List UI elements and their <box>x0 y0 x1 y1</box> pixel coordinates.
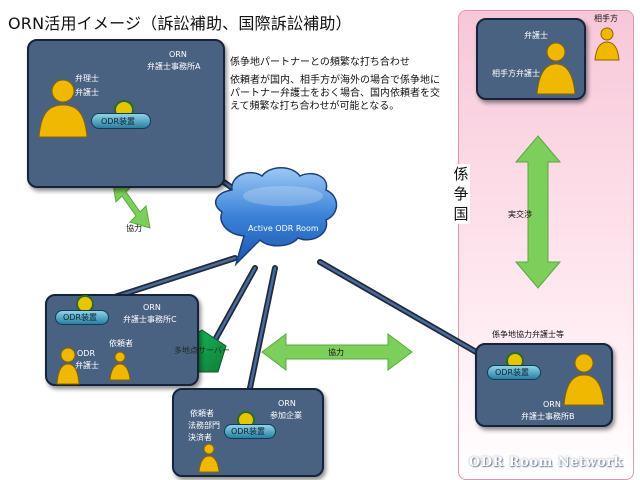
office-a-title: ORN <box>169 50 187 59</box>
opponent-person-icon <box>594 27 620 61</box>
foreign-top-panel: 弁護士 相手方弁護士 <box>476 18 586 100</box>
cloud-label: Active ODR Room <box>248 224 319 233</box>
office-c-subtitle: 弁護士事務所C <box>123 315 177 324</box>
real-negotiation-label: 実交渉 <box>508 210 532 219</box>
odr-device-b-label: ODR装置 <box>495 368 530 377</box>
odr-device-a-label: ODR装置 <box>101 117 136 126</box>
company-subtitle: 参加企業 <box>270 411 302 420</box>
real-negotiation-arrow <box>514 135 562 289</box>
odr-device-b: ODR装置 <box>487 365 541 380</box>
company-person-2: 法務部門 <box>188 421 220 430</box>
country-label-char-2: 争 <box>453 185 469 203</box>
lawyer-person-icon <box>38 79 88 138</box>
office-c-person-1: ODR <box>77 349 96 358</box>
office-c-client: 依頼者 <box>109 339 133 348</box>
coop-left-label: 協力 <box>126 224 142 233</box>
country-label-char-1: 係 <box>453 165 469 183</box>
office-c-panel: ORN 弁護士事務所C 依頼者 ODR 弁護士 ODR装置 <box>45 294 199 386</box>
foreign-person-1: 弁護士 <box>524 31 548 40</box>
opponent-label: 相手方 <box>594 14 618 23</box>
office-a-person-1: 弁理士 <box>75 74 99 83</box>
odr-device-c: ODR装置 <box>55 310 109 325</box>
office-a-person-2: 弁護士 <box>75 88 99 97</box>
company-person-1: 依頼者 <box>190 409 214 418</box>
foreign-person-2: 相手方弁護士 <box>492 69 540 78</box>
odr-device-company-label: ODR装置 <box>231 427 266 436</box>
coop-mid-label: 協力 <box>328 348 344 357</box>
office-b-subtitle: 弁護士事務所B <box>521 412 575 421</box>
description-body: 依頼者が国内、相手方が海外の場合で係争地にパートナー弁護士をおく場合、国内依頼者… <box>230 75 440 112</box>
office-a-subtitle: 弁護士事務所A <box>147 62 201 71</box>
coop-mid-arrow <box>261 333 413 371</box>
company-panel: ORN 参加企業 依頼者 法務部門 決済者 ODR装置 <box>172 388 324 477</box>
lawyer-person-icon <box>56 347 80 385</box>
office-c-person-2: 弁護士 <box>75 361 99 370</box>
page-title: ORN活用イメージ（訴訟補助、国際訴訟補助） <box>8 14 352 33</box>
multi-server-label: 多地点サーバー <box>174 346 230 355</box>
odr-device-company: ODR装置 <box>224 424 276 439</box>
partner-lawyer-icon <box>563 353 605 406</box>
network-name-label: ODR Room Network <box>468 455 624 470</box>
office-b-panel: ORN 弁護士事務所B ODR装置 <box>475 343 613 427</box>
company-person-3: 決済者 <box>188 433 212 442</box>
office-c-title: ORN <box>143 303 161 312</box>
office-b-title: ORN <box>543 400 561 409</box>
office-a-panel: ORN 弁護士事務所A 弁理士 弁護士 ODR装置 <box>27 39 225 188</box>
odr-device-a: ODR装置 <box>91 113 151 129</box>
client-person-icon <box>198 443 220 473</box>
client-person-icon <box>109 351 131 381</box>
company-title: ORN <box>278 399 296 408</box>
coop-left-arrow <box>111 177 151 229</box>
partner-lawyers-label: 係争地協力弁護士等 <box>492 330 564 339</box>
country-label-char-3: 国 <box>453 205 469 223</box>
description-heading: 係争地パートナーとの頻繁な打ち合わせ <box>230 57 410 68</box>
partner-lawyer-icon <box>536 42 576 95</box>
odr-device-c-label: ODR装置 <box>63 313 98 322</box>
active-odr-room-cloud <box>214 167 338 267</box>
